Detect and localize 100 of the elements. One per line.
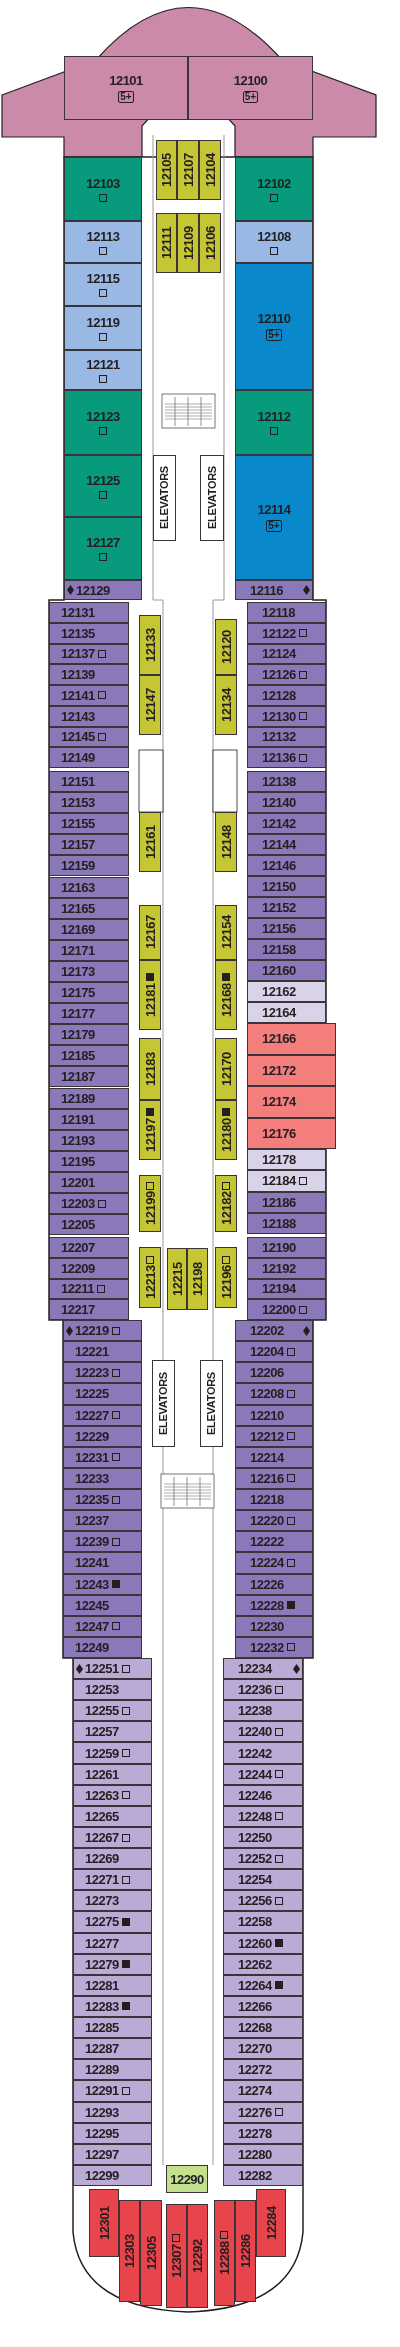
cabin-number: 12278 xyxy=(238,2126,272,2140)
cabin-box xyxy=(73,1974,152,1996)
cabin-box xyxy=(235,1341,313,1363)
cabin-box xyxy=(247,1191,326,1213)
cabin-number: 12142 xyxy=(262,817,296,830)
cabin-box xyxy=(139,905,161,960)
cabin-box xyxy=(49,664,129,685)
cabin-box xyxy=(177,140,199,200)
cabin-number: 12124 xyxy=(262,647,296,661)
cabin-number: 12137 xyxy=(61,647,95,661)
cabin-box xyxy=(235,1320,313,1342)
cabin-number: 12277 xyxy=(85,1936,119,1950)
cabin-box xyxy=(223,2059,303,2081)
cabin-number: 12198 xyxy=(191,1262,204,1296)
cabin-box xyxy=(215,905,237,960)
cabin-number: 12230 xyxy=(250,1619,284,1633)
cabin-box xyxy=(73,1932,152,1954)
cabin-box xyxy=(247,897,326,918)
cabin-number: 12206 xyxy=(250,1366,284,1380)
cabin-box xyxy=(64,56,188,120)
cabin-number: 12166 xyxy=(262,1032,296,1046)
cabin-number: 12233 xyxy=(75,1471,109,1485)
cabin-number: 12218 xyxy=(250,1493,284,1507)
cabin-number: 12237 xyxy=(75,1514,109,1528)
cabin-number: 12197 xyxy=(143,1118,157,1152)
cabin-box xyxy=(49,1108,129,1130)
cabin-box xyxy=(49,771,129,793)
cabin-number: 12223 xyxy=(75,1366,109,1380)
cabin-number: 12258 xyxy=(238,1915,272,1929)
cabin-number: 12160 xyxy=(262,964,296,977)
cabin-box xyxy=(247,1054,336,1086)
cabin-number: 12250 xyxy=(238,1831,272,1844)
cabin-number: 12228 xyxy=(250,1598,284,1612)
cabin-number: 12102 xyxy=(257,176,291,190)
cabin-box xyxy=(49,897,129,919)
cabin-number: 12282 xyxy=(238,2168,272,2182)
cabin-number: 12249 xyxy=(75,1640,109,1654)
cabin-number: 12152 xyxy=(262,901,296,914)
cabin-number: 12155 xyxy=(61,817,95,831)
cabin-box xyxy=(73,1721,152,1743)
cabin-box xyxy=(247,813,326,834)
cabin-box xyxy=(63,1446,142,1468)
cabin-number: 12200 xyxy=(262,1303,296,1317)
cabin-box xyxy=(247,1086,336,1118)
cabin-box xyxy=(73,2164,152,2186)
cabin-box xyxy=(223,1658,303,1680)
cabin-number: 12178 xyxy=(262,1153,296,1167)
cabin-box xyxy=(235,1594,313,1616)
cabin-number: 12275 xyxy=(85,1915,119,1929)
cabin-number: 12168 xyxy=(219,983,233,1017)
cabin-box xyxy=(73,2143,152,2165)
cabin-box xyxy=(139,1247,161,1308)
cabin-box xyxy=(223,1742,303,1764)
cabin-box xyxy=(139,1038,161,1100)
cabin-box xyxy=(73,2101,152,2123)
cabin-number: 12286 xyxy=(239,2234,252,2268)
cabin-number: 12274 xyxy=(238,2084,272,2098)
cabin-number: 12215 xyxy=(170,1262,184,1296)
cabin-box xyxy=(63,1320,142,1342)
cabin-number: 12225 xyxy=(75,1387,109,1401)
cabin-number: 12251 xyxy=(85,1662,119,1676)
cabin-box xyxy=(235,1467,313,1489)
cabin-number: 12145 xyxy=(61,730,95,744)
cabin-number: 12210 xyxy=(250,1408,284,1422)
cabin-box xyxy=(223,1679,303,1701)
cabin-number: 12162 xyxy=(262,985,296,998)
cabin-number: 12187 xyxy=(61,1070,95,1084)
cabin-box xyxy=(64,263,142,306)
cabin-box xyxy=(247,747,326,768)
cabin-number: 12243 xyxy=(75,1577,109,1591)
cabin-box xyxy=(223,1721,303,1743)
cabin-number: 12231 xyxy=(75,1450,109,1464)
cabin-box xyxy=(156,213,177,273)
cabin-box xyxy=(49,855,129,877)
occupancy-badge: 5+ xyxy=(266,520,282,532)
cabin-box xyxy=(247,1212,326,1234)
cabin-box xyxy=(139,1100,161,1160)
cabin-number: 12244 xyxy=(238,1767,272,1781)
cabin-number: 12292 xyxy=(191,2239,204,2273)
cabin-number: 12183 xyxy=(143,1052,157,1086)
cabin-box xyxy=(63,1552,142,1574)
elevator-label: ELEVATORS xyxy=(206,1372,217,1435)
cabin-box xyxy=(49,1024,129,1046)
cabin-number: 12164 xyxy=(262,1006,296,1019)
cabin-box xyxy=(73,1700,152,1722)
cabin-box xyxy=(223,1848,303,1870)
cabin-box xyxy=(223,1995,303,2017)
cabin-number: 12199 xyxy=(143,1191,157,1226)
cabin-box xyxy=(63,1425,142,1447)
cabin-box xyxy=(63,1636,142,1658)
cabin-number: 12181 xyxy=(143,983,157,1017)
cabin-box xyxy=(247,981,326,1002)
cabin-number: 12136 xyxy=(262,751,296,765)
cabin-box xyxy=(235,1362,313,1384)
cabin-number: 12107 xyxy=(181,153,195,187)
cabin-box xyxy=(63,1489,142,1511)
cabin-box xyxy=(64,306,142,350)
cabin-number: 12203 xyxy=(61,1197,95,1211)
cabin-box xyxy=(139,615,161,675)
cabin-box xyxy=(49,1193,129,1215)
